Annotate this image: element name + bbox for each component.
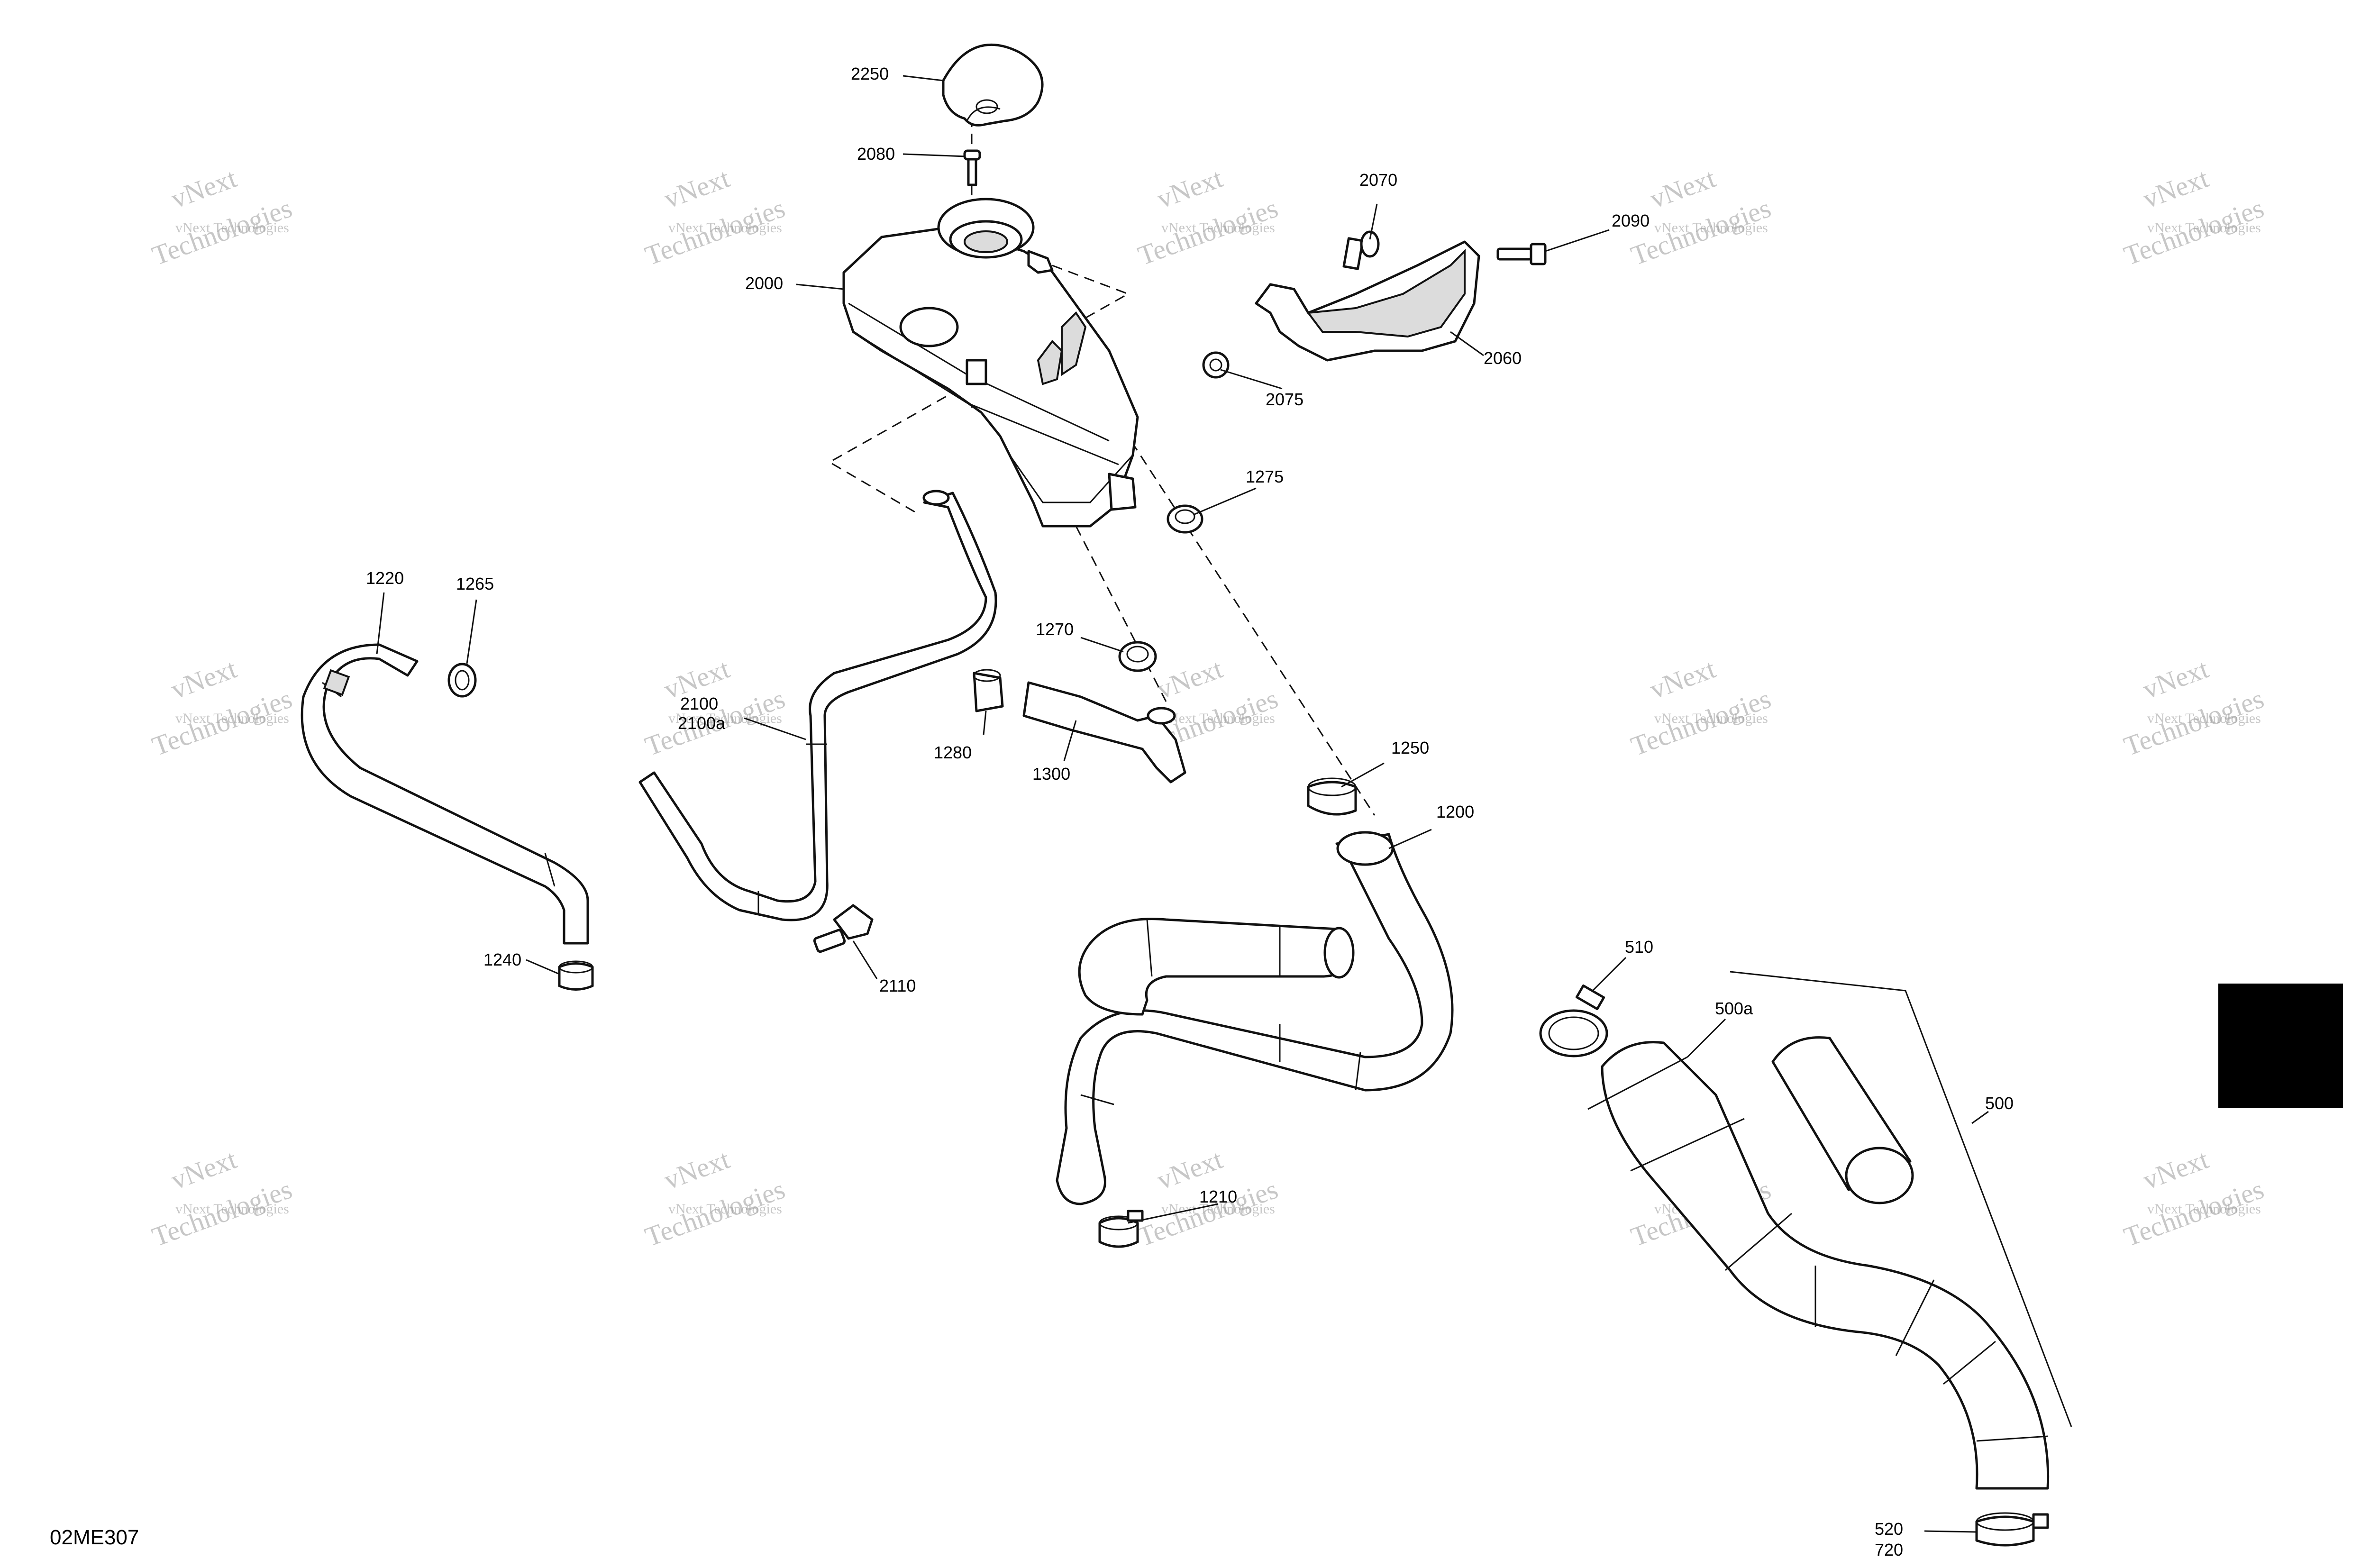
callout-1220: 1220 (366, 568, 404, 588)
callout-2090: 2090 (1612, 211, 1650, 230)
hose-2100 (638, 490, 997, 921)
svg-text:vNext: vNext (660, 163, 733, 215)
svg-text:vNext: vNext (2139, 653, 2212, 705)
svg-text:vNext Technologies: vNext Technologies (1161, 1201, 1275, 1217)
bracket-2060 (1255, 240, 1480, 362)
callout-1275: 1275 (1246, 467, 1284, 486)
callout-500: 500 (1985, 1094, 2014, 1113)
callout-2100: 2100 (680, 694, 718, 713)
clamp-1270 (1118, 641, 1157, 672)
svg-text:vNext Technologies: vNext Technologies (175, 711, 289, 726)
section-tab (2218, 984, 2343, 1108)
svg-text:vNext Technologies: vNext Technologies (1161, 711, 1275, 726)
callout-510: 510 (1625, 937, 1653, 957)
svg-text:vNext: vNext (1646, 163, 1719, 215)
watermark: vNext vNext Technologies Technologies (641, 163, 789, 272)
callout-500a: 500a (1715, 999, 1753, 1018)
bolt-2090 (1496, 243, 1547, 265)
callout-1300: 1300 (1032, 764, 1070, 784)
clamp-510 (1539, 984, 1608, 1057)
svg-text:vNext Technologies: vNext Technologies (668, 220, 782, 236)
svg-text:vNext: vNext (167, 653, 240, 705)
svg-text:vNext Technologies: vNext Technologies (668, 1201, 782, 1217)
callout-2075: 2075 (1266, 390, 1304, 409)
bolt-2070 (1342, 230, 1380, 270)
hose-1220 (301, 643, 589, 945)
svg-text:vNext Technologies: vNext Technologies (175, 220, 289, 236)
clamp-1250 (1307, 777, 1357, 816)
svg-text:vNext Technologies: vNext Technologies (1161, 220, 1275, 236)
callout-1200: 1200 (1436, 802, 1474, 821)
watermark: vNext vNext Technologies Technologies (2120, 163, 2268, 272)
callout-520: 520 (1875, 1519, 1903, 1539)
watermark: vNext vNext Technologies Technologies (1134, 163, 1282, 272)
bracket-line-500 (1730, 971, 2072, 1427)
svg-text:vNext Technologies: vNext Technologies (1654, 220, 1768, 236)
hose-1200 (1056, 831, 1454, 1205)
svg-text:vNext: vNext (167, 163, 240, 215)
callout-2000: 2000 (745, 273, 783, 293)
clamp-1265 (447, 663, 477, 698)
watermark: vNext vNext Technologies Technologies (2120, 1144, 2268, 1253)
callout-2100a: 2100a (678, 713, 726, 733)
callout-1240: 1240 (483, 950, 521, 969)
svg-text:vNext: vNext (660, 1144, 733, 1196)
svg-text:vNext Technologies: vNext Technologies (175, 1201, 289, 1217)
clamp-520 (1975, 1512, 2049, 1547)
coolant-expansion-tank-2000 (842, 198, 1139, 528)
watermark: vNext vNext Technologies Technologies (2120, 653, 2268, 762)
svg-text:vNext: vNext (2139, 1144, 2212, 1196)
svg-text:vNext: vNext (1646, 653, 1719, 705)
clamp-1275 (1167, 504, 1203, 534)
callout-1280: 1280 (934, 743, 972, 762)
svg-text:vNext: vNext (2139, 163, 2212, 215)
watermarks: vNext vNext Technologies Technologies vN… (148, 163, 2268, 1253)
nut-2075 (1202, 351, 1230, 379)
screw-2080 (963, 149, 981, 186)
svg-text:vNext: vNext (1153, 163, 1226, 215)
watermark: vNext vNext Technologies Technologies (641, 1144, 789, 1253)
callout-1265: 1265 (456, 574, 494, 593)
clip-2110 (813, 904, 874, 953)
svg-text:vNext Technologies: vNext Technologies (2147, 220, 2261, 236)
callout-2250: 2250 (851, 64, 889, 83)
watermark: vNext vNext Technologies Technologies (148, 653, 296, 762)
clamp-1240 (558, 960, 594, 991)
watermark: vNext vNext Technologies Technologies (1627, 653, 1775, 762)
clamp-1280 (973, 669, 1004, 712)
callout-2060: 2060 (1484, 348, 1522, 368)
watermark: vNext vNext Technologies Technologies (148, 1144, 296, 1253)
hose-500 (1587, 1036, 2050, 1490)
callout-1250: 1250 (1391, 738, 1429, 757)
diagram-code: 02ME307 (50, 1526, 139, 1549)
leader-lines (376, 75, 1989, 1533)
svg-text:vNext Technologies: vNext Technologies (2147, 711, 2261, 726)
callout-1270: 1270 (1036, 620, 1074, 639)
callout-720: 720 (1875, 1540, 1903, 1559)
svg-text:vNext Technologies: vNext Technologies (2147, 1201, 2261, 1217)
callout-2070: 2070 (1359, 170, 1397, 190)
callout-2080: 2080 (857, 144, 895, 164)
callout-labels: 2250 2080 2000 2070 2090 2060 2075 1275 … (366, 64, 2014, 1559)
callout-1210: 1210 (1199, 1187, 1237, 1206)
hose-1300 (1022, 681, 1186, 784)
svg-text:vNext: vNext (167, 1144, 240, 1196)
clamp-1210 (1098, 1210, 1144, 1248)
watermark: vNext vNext Technologies Technologies (148, 163, 296, 272)
callout-2110: 2110 (879, 976, 916, 995)
svg-text:vNext Technologies: vNext Technologies (668, 711, 782, 726)
svg-text:vNext Technologies: vNext Technologies (1654, 711, 1768, 726)
radiator-cap-2250 (942, 43, 1044, 127)
